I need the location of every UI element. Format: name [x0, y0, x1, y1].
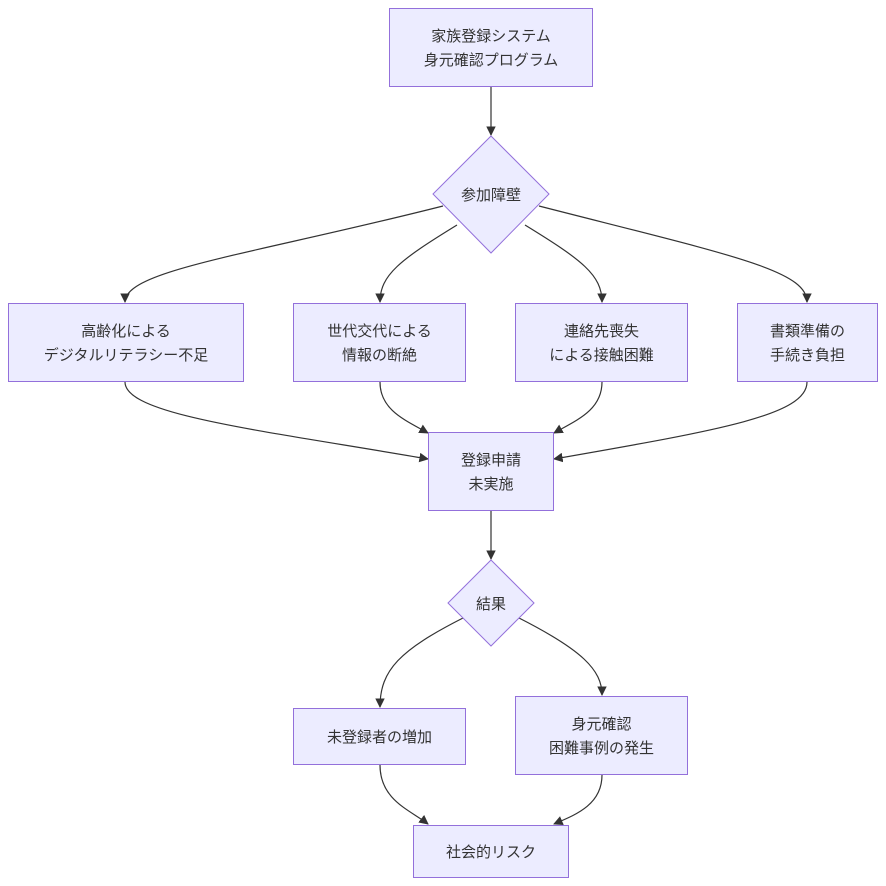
node-barrier-label: 参加障壁: [460, 185, 521, 204]
edge-difficulty-risk: [553, 774, 603, 826]
edge-barrier-digital: [120, 205, 444, 303]
edge-barrier-contact: [524, 224, 607, 303]
edge-result-increase: [375, 617, 464, 708]
node-risk: 社会的リスク: [413, 825, 569, 878]
node-registration-not-done: 登録申請 未実施: [428, 432, 554, 511]
node-system: 家族登録システム 身元確認プログラム: [389, 8, 593, 87]
node-documents-line2: 手続き負担: [769, 345, 845, 364]
node-generation: 世代交代による 情報の断絶: [293, 303, 466, 382]
node-difficulty-line1: 身元確認: [571, 714, 632, 733]
barrier-diamond-shape: [432, 135, 550, 254]
result-diamond-shape: [447, 559, 535, 647]
edge-contact-app: [553, 381, 603, 434]
node-digital-line1: 高齢化による: [81, 321, 171, 340]
node-difficulty: 身元確認 困難事例の発生: [515, 696, 688, 775]
node-barrier: 参加障壁: [433, 180, 549, 208]
node-contact: 連絡先喪失 による接触困難: [515, 303, 688, 382]
edge-barrier-documents: [538, 205, 812, 303]
node-increase: 未登録者の増加: [293, 708, 466, 765]
node-system-line1: 家族登録システム: [431, 26, 551, 45]
node-contact-line2: による接触困難: [549, 345, 654, 364]
node-contact-line1: 連絡先喪失: [563, 321, 639, 340]
edge-barrier-generation: [375, 224, 458, 303]
node-generation-line1: 世代交代による: [327, 321, 432, 340]
node-digital: 高齢化による デジタルリテラシー不足: [8, 303, 244, 382]
node-documents-line1: 書類準備の: [769, 321, 845, 340]
edge-documents-app: [553, 381, 808, 463]
edge-result-difficulty: [518, 617, 607, 696]
node-generation-line2: 情報の断絶: [341, 345, 417, 364]
node-increase-label: 未登録者の増加: [326, 727, 432, 746]
node-documents: 書類準備の 手続き負担: [737, 303, 878, 382]
edge-increase-risk: [379, 764, 429, 825]
edge-generation-app: [379, 381, 429, 434]
node-result: 結果: [448, 589, 534, 617]
node-digital-line2: デジタルリテラシー不足: [43, 345, 209, 364]
node-registration-line1: 登録申請: [460, 450, 521, 469]
node-system-line2: 身元確認プログラム: [423, 50, 559, 69]
node-result-label: 結果: [475, 594, 506, 613]
node-risk-label: 社会的リスク: [445, 842, 536, 861]
node-difficulty-line2: 困難事例の発生: [548, 738, 654, 757]
edge-digital-app: [124, 381, 429, 463]
node-registration-line2: 未実施: [468, 474, 514, 493]
